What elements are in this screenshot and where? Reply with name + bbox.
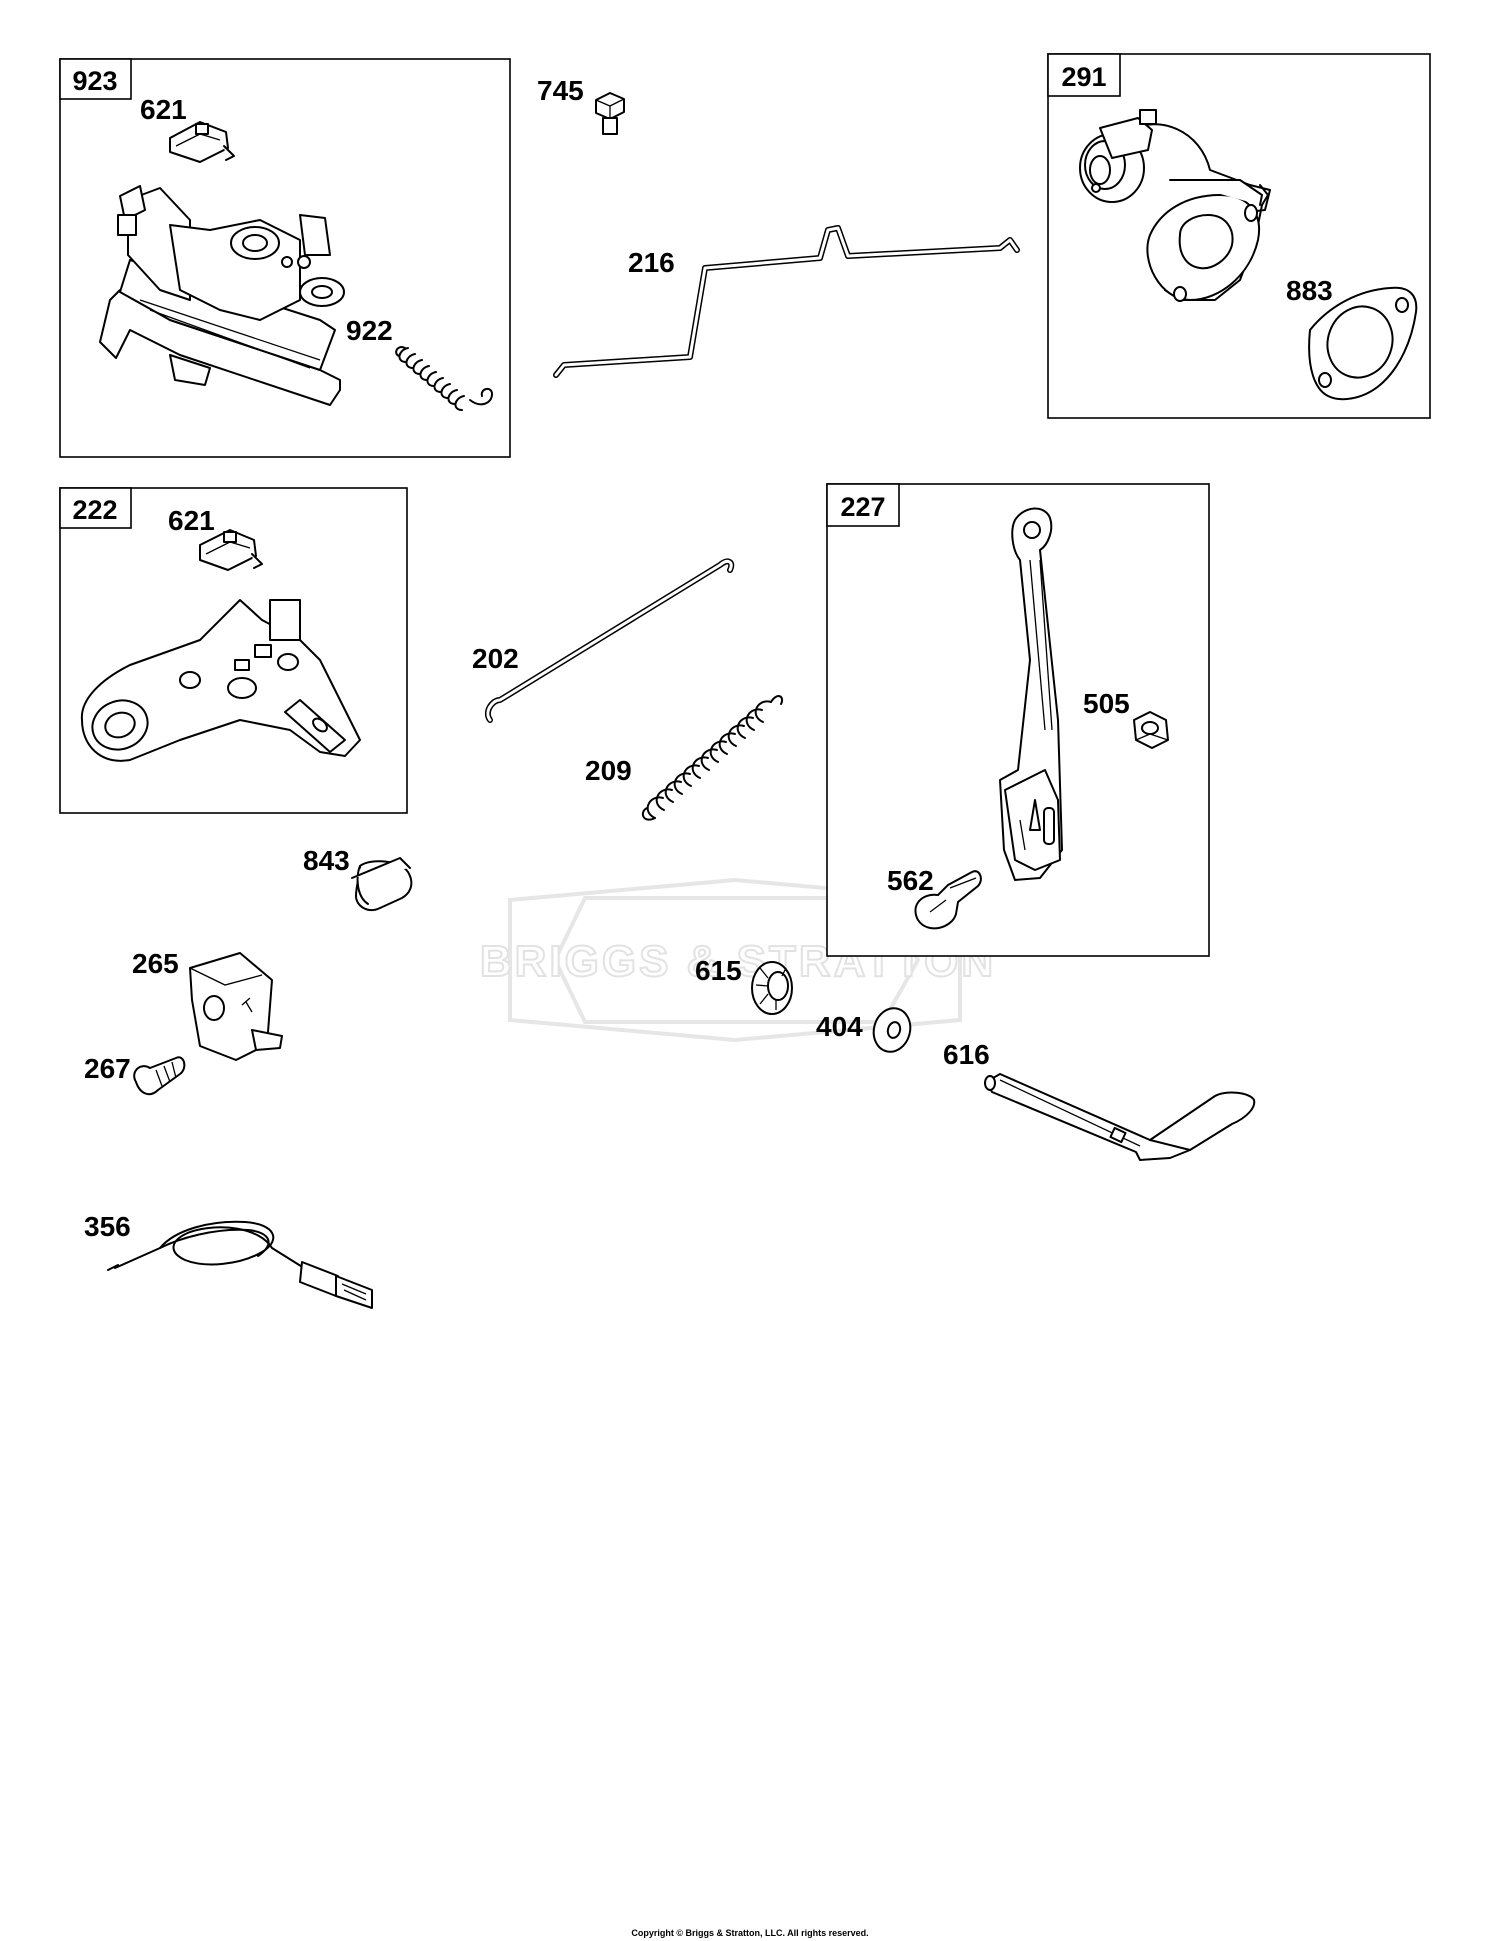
callout-621-mid: 621 bbox=[168, 505, 215, 536]
group-227-label: 227 bbox=[840, 492, 885, 522]
clip-621-lower-part[interactable] bbox=[199, 529, 263, 571]
callout-615: 615 bbox=[695, 955, 742, 986]
callout-505: 505 bbox=[1083, 688, 1130, 719]
wire-356-part[interactable] bbox=[107, 1220, 373, 1309]
callout-621-top: 621 bbox=[140, 94, 187, 125]
gasket-883-part[interactable] bbox=[1308, 286, 1418, 401]
group-227[interactable]: 227 505 562 bbox=[826, 483, 1210, 957]
callout-883: 883 bbox=[1286, 275, 1333, 306]
rod-202-part[interactable] bbox=[484, 558, 735, 723]
callout-404: 404 bbox=[816, 1011, 863, 1042]
link-rod-216-part[interactable] bbox=[553, 225, 1020, 378]
spring-209-part[interactable] bbox=[641, 695, 783, 821]
governor-control-assembly[interactable] bbox=[99, 185, 345, 406]
screw-267-part[interactable] bbox=[133, 1056, 186, 1096]
clip-621-part[interactable] bbox=[169, 121, 235, 163]
solenoid-bracket-part[interactable] bbox=[1129, 123, 1271, 302]
group-222[interactable]: 222 621 bbox=[59, 487, 408, 814]
shaft-616-part[interactable] bbox=[984, 1073, 1256, 1161]
spring-922-part[interactable] bbox=[395, 346, 493, 411]
callout-356: 356 bbox=[84, 1211, 131, 1242]
callout-745: 745 bbox=[537, 75, 584, 106]
group-923-label: 923 bbox=[72, 66, 117, 96]
bolt-745-part[interactable] bbox=[595, 92, 625, 135]
group-291[interactable]: 291 883 bbox=[1047, 53, 1431, 419]
nut-505-part[interactable] bbox=[1133, 711, 1169, 749]
callout-843: 843 bbox=[303, 845, 350, 876]
governor-lever-part[interactable] bbox=[999, 507, 1063, 881]
washer-404-part[interactable] bbox=[869, 1004, 915, 1056]
callout-562: 562 bbox=[887, 865, 934, 896]
group-222-label: 222 bbox=[72, 495, 117, 525]
copyright-notice: Copyright © Briggs & Stratton, LLC. All … bbox=[631, 1928, 869, 1938]
screw-562-part[interactable] bbox=[914, 870, 982, 930]
bushing-615-part[interactable] bbox=[751, 961, 793, 1015]
callout-265: 265 bbox=[132, 948, 179, 979]
callout-267: 267 bbox=[84, 1053, 131, 1084]
group-923[interactable]: 923 621 922 bbox=[59, 58, 511, 458]
callout-209: 209 bbox=[585, 755, 632, 786]
governor-bracket-222-part[interactable] bbox=[80, 599, 361, 762]
callout-202: 202 bbox=[472, 643, 519, 674]
solenoid-body-part[interactable] bbox=[1079, 109, 1157, 203]
sleeve-843-part[interactable] bbox=[351, 857, 413, 912]
group-291-label: 291 bbox=[1061, 62, 1106, 92]
callout-922: 922 bbox=[346, 315, 393, 346]
clamp-265-part[interactable] bbox=[189, 952, 283, 1061]
callout-216: 216 bbox=[628, 247, 675, 278]
callout-616: 616 bbox=[943, 1039, 990, 1070]
